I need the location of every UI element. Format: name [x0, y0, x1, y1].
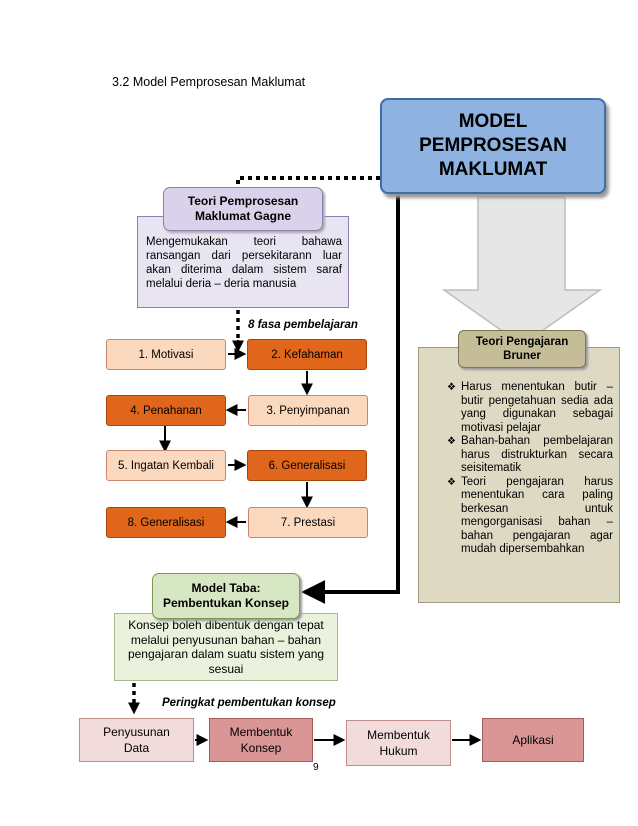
bruner-description: ❖ Harus menentukan butir – butir pengeta…	[418, 347, 620, 603]
bruner-point-text: Bahan-bahan pembelajaran harus distruktu…	[461, 435, 613, 474]
main-model-line-2: PEMPROSESAN	[419, 135, 567, 156]
phase-4: 4. Penahanan	[106, 395, 226, 426]
stage-membentuk-hukum: Membentuk Hukum	[346, 720, 451, 766]
phase-2: 2. Kefahaman	[247, 339, 367, 370]
stage-line-1: Membentuk	[367, 728, 430, 742]
diamond-bullet-icon: ❖	[447, 436, 456, 447]
bruner-point-text: Harus menentukan butir – butir pengetahu…	[461, 381, 613, 434]
page-number: 9	[313, 762, 319, 773]
main-model-line-1: MODEL	[458, 111, 528, 132]
stage-membentuk-konsep: Membentuk Konsep	[209, 718, 313, 762]
stage-line-1: Penyusunan	[103, 725, 170, 739]
gagne-title: Teori Pemprosesan Maklumat Gagne	[163, 187, 323, 231]
phase-8: 8. Generalisasi	[106, 507, 226, 538]
fase-label: 8 fasa pembelajaran	[248, 319, 358, 331]
taba-title-line-1: Model Taba:	[191, 581, 261, 595]
bruner-title-line-1: Teori Pengajaran	[475, 336, 569, 348]
phase-5: 5. Ingatan Kembali	[106, 450, 226, 481]
taba-title: Model Taba: Pembentukan Konsep	[152, 573, 300, 619]
bruner-title: Teori Pengajaran Bruner	[458, 330, 586, 368]
section-heading: 3.2 Model Pemprosesan Maklumat	[112, 75, 306, 89]
peringkat-label: Peringkat pembentukan konsep	[162, 697, 336, 709]
main-model-line-3: MAKLUMAT	[438, 159, 548, 180]
down-block-arrow	[441, 196, 603, 346]
taba-title-line-2: Pembentukan Konsep	[162, 596, 290, 610]
phase-7: 7. Prestasi	[248, 507, 368, 538]
bruner-point: ❖ Harus menentukan butir – butir pengeta…	[425, 381, 613, 435]
bruner-point-text: Teori pengajaran harus menentukan cara p…	[461, 475, 613, 556]
stage-aplikasi: Aplikasi	[482, 718, 584, 762]
phase-1: 1. Motivasi	[106, 339, 226, 370]
bruner-point: ❖ Teori pengajaran harus menentukan cara…	[425, 476, 613, 557]
gagne-title-line-2: Maklumat Gagne	[194, 209, 291, 223]
gagne-description: Mengemukakan teori bahawa ransangan dari…	[137, 216, 349, 308]
taba-description: Konsep boleh dibentuk dengan tepat melal…	[114, 613, 338, 681]
main-model-box: MODEL PEMPROSESAN MAKLUMAT	[380, 98, 606, 194]
bruner-point: ❖ Bahan-bahan pembelajaran harus distruk…	[425, 435, 613, 476]
stage-line-1: Aplikasi	[512, 733, 554, 747]
diamond-bullet-icon: ❖	[447, 476, 456, 488]
stage-penyusunan-data: Penyusunan Data	[79, 718, 194, 762]
phase-3: 3. Penyimpanan	[248, 395, 368, 426]
stage-line-2: Data	[123, 741, 150, 755]
diamond-bullet-icon: ❖	[447, 382, 456, 393]
stage-line-2: Konsep	[240, 741, 282, 755]
gagne-title-line-1: Teori Pemprosesan	[187, 194, 299, 208]
stage-line-1: Membentuk	[229, 725, 293, 739]
bruner-title-line-2: Bruner	[503, 350, 541, 362]
stage-line-2: Hukum	[379, 744, 418, 758]
thick-connector-taba	[301, 194, 400, 604]
phase-6: 6. Generalisasi	[247, 450, 367, 481]
